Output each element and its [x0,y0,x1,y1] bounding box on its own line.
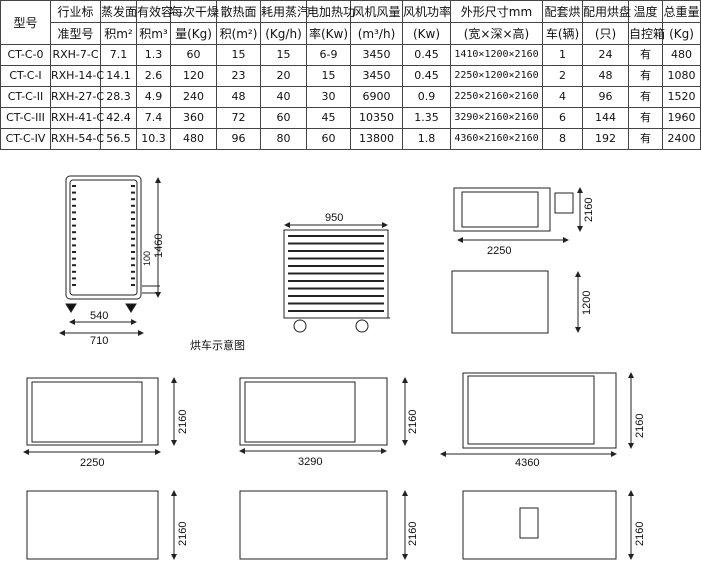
table-cell: 192 [582,128,629,150]
table-cell: 2.6 [136,65,171,87]
header-cell: 蒸发面 [100,0,137,23]
header-cell: 每次干燥 [170,0,219,23]
header-cell: 散热面 [216,0,261,23]
spec-table: 型号行业标蒸发面有效容每次干燥散热面耗用蒸汽电加热功风机风量风机功率外形尺寸mm… [0,0,701,150]
header-cell: 车(辆) [542,22,583,45]
ct-c-iii-width: 3290 [298,456,322,468]
ct-c-0-depth: 1200 [581,291,593,315]
table-cell: 1.8 [402,128,451,150]
table-cell: 8 [542,128,583,150]
cart-caption: 烘车示意图 [190,339,245,352]
rack-width-710: 710 [90,335,108,347]
table-cell: RXH-27-C [50,86,104,108]
cart-width-950: 950 [325,212,343,224]
table-cell: CT-C-IV [0,128,51,150]
header-cell: 型号 [0,0,51,45]
ct-c-iii-drawing [239,377,408,560]
table-cell: 0.45 [402,44,451,66]
table-cell: 48 [582,65,629,87]
header-cell: 自控箱 [628,22,665,45]
header-cell: 风机功率 [402,0,451,23]
ct-c-ii-height: 2160 [177,410,189,434]
ct-c-iv-width: 4360 [515,457,539,469]
table-cell: 1960 [662,107,701,129]
table-cell: 4.9 [136,86,171,108]
table-cell: RXH-54-C [50,128,104,150]
rack-width-540: 540 [90,310,108,322]
ct-c-iv-height: 2160 [634,414,646,438]
ct-c-ii-drawing [23,377,177,560]
table-cell: 56.5 [100,128,137,150]
table-cell: 48 [216,86,261,108]
table-cell: 60 [306,128,351,150]
table-cell: 96 [216,128,261,150]
tray-rack-drawing [59,175,161,336]
header-cell: 温度 [628,0,663,23]
ct-c-ii-height-2: 2160 [177,522,189,546]
table-cell: 14.1 [100,65,137,87]
header-cell: 电加热功 [306,0,355,23]
rack-height-1460: 1460 [153,234,165,258]
table-cell: CT-C-I [0,65,51,87]
header-cell: 配用烘盘 [582,0,631,23]
table-cell: 2400 [662,128,701,150]
ct-c-iv-height-2: 2160 [634,522,646,546]
table-cell: 240 [170,86,217,108]
ct-c-ii-width: 2250 [80,457,104,469]
header-cell: 外形尺寸mm [450,0,543,23]
header-cell: 总重量 [662,0,701,23]
ct-c-0-width: 2250 [487,245,511,257]
ct-c-iii-height-2: 2160 [407,522,419,546]
table-cell: 10.3 [136,128,171,150]
header-cell: 量(Kg) [170,22,217,45]
table-cell: 3450 [350,44,403,66]
ct-c-0-height: 2160 [583,198,595,222]
table-cell: RXH-41-C [50,107,104,129]
table-cell: 28.3 [100,86,137,108]
rack-gap-100: 100 [142,251,152,266]
header-cell: 率(Kw) [306,22,351,45]
header-cell: (宽×深×高) [450,22,543,45]
table-cell: 1520 [662,86,701,108]
header-cell: 积m³ [136,22,171,45]
ct-c-iii-height: 2160 [407,410,419,434]
table-cell: CT-C-II [0,86,51,108]
ct-c-0-drawing [451,187,583,334]
table-cell: 13800 [350,128,403,150]
cart-drawing [283,222,390,333]
table-cell: 23 [216,65,261,87]
ct-c-iv-drawing [440,372,634,560]
header-cell: 行业标 [50,0,101,23]
table-cell: 80 [260,128,307,150]
table-cell: 480 [170,128,217,150]
table-cell: 1.35 [402,107,451,129]
table-cell: 0.45 [402,65,451,87]
table-cell: 1080 [662,65,701,87]
